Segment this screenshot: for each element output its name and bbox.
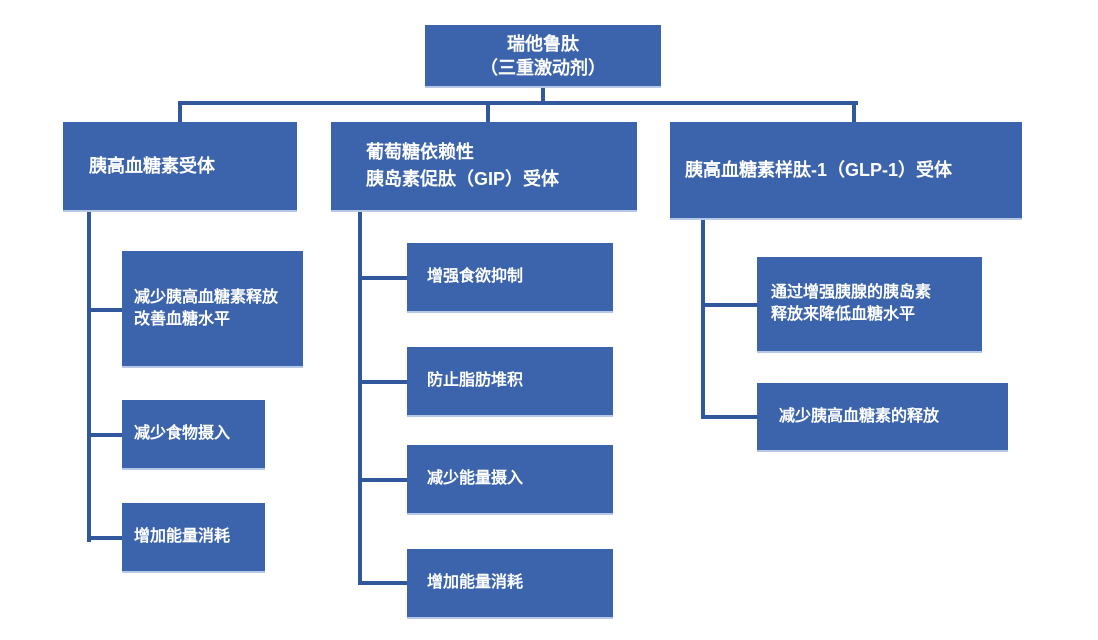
glp1-branch-stub-1 [701, 303, 757, 307]
glucagon-branch-vertical-line [87, 212, 91, 542]
node-text-line: 通过增强胰腺的胰岛素 [771, 284, 932, 301]
node-text-line: 减少胰高血糖素的释放 [779, 407, 940, 425]
branch-header-gip-line2: 胰岛素促肽（GIP）受体 [366, 169, 560, 189]
node-enhance-appetite-suppression: 增强食欲抑制 [407, 243, 613, 313]
gip-branch-stub-4 [358, 581, 407, 585]
node-text-line: 防止脂肪堆积 [427, 372, 524, 389]
node-text-line: 减少食物摄入 [134, 425, 231, 442]
branch-header-glp1-label: 胰高血糖素样肽-1（GLP-1）受体 [685, 159, 953, 180]
root-node-line2: （三重激动剂） [480, 57, 606, 78]
glucagon-branch-stub-3 [87, 536, 122, 540]
node-reduce-food-intake: 减少食物摄入 [122, 400, 265, 470]
node-text-line: 增加能量消耗 [134, 528, 231, 545]
node-reduce-glucagon-release-improve-glucose: 减少胰高血糖素释放 改善血糖水平 [122, 251, 303, 368]
branch-header-glucagon-receptor: 胰高血糖素受体 [63, 122, 297, 212]
node-text-line: 增加能量消耗 [427, 574, 524, 591]
node-text-line: 释放来降低血糖水平 [771, 306, 916, 323]
top-connector-stub-right [852, 101, 856, 122]
glp1-branch-vertical-line [701, 220, 705, 419]
gip-branch-stub-3 [358, 478, 407, 482]
glp1-branch-stub-2 [701, 415, 757, 419]
node-increase-energy-expenditure-gip: 增加能量消耗 [407, 549, 613, 619]
glucagon-branch-stub-1 [87, 308, 122, 312]
node-text-line: 减少能量摄入 [427, 470, 524, 487]
top-connector-stub-middle [486, 101, 490, 122]
node-text-line: 增强食欲抑制 [427, 268, 524, 285]
node-text-line: 减少胰高血糖素释放 [134, 288, 279, 306]
gip-branch-vertical-line [358, 212, 362, 585]
node-prevent-fat-accumulation: 防止脂肪堆积 [407, 347, 613, 417]
top-connector-stub-left [178, 101, 182, 122]
top-connector-stem [541, 88, 545, 103]
node-text-line: 改善血糖水平 [134, 310, 231, 328]
node-lower-blood-glucose-via-insulin: 通过增强胰腺的胰岛素 释放来降低血糖水平 [757, 257, 982, 353]
branch-header-glp1-receptor: 胰高血糖素样肽-1（GLP-1）受体 [670, 122, 1022, 220]
glucagon-branch-stub-2 [87, 433, 122, 437]
node-reduce-glucagon-release-glp1: 减少胰高血糖素的释放 [757, 383, 1008, 452]
gip-branch-stub-2 [358, 380, 407, 384]
top-connector-horizontal [178, 101, 858, 105]
node-reduce-energy-intake: 减少能量摄入 [407, 445, 613, 515]
root-node-line1: 瑞他鲁肽 [507, 33, 579, 54]
node-increase-energy-expenditure-glucagon: 增加能量消耗 [122, 503, 265, 573]
branch-header-gip-line1: 葡萄糖依赖性 [366, 142, 474, 162]
branch-header-glucagon-receptor-label: 胰高血糖素受体 [89, 155, 215, 176]
gip-branch-stub-1 [358, 276, 407, 280]
root-node-retatrutide: 瑞他鲁肽 （三重激动剂） [425, 25, 661, 88]
branch-header-gip-receptor: 葡萄糖依赖性 胰岛素促肽（GIP）受体 [331, 122, 637, 212]
